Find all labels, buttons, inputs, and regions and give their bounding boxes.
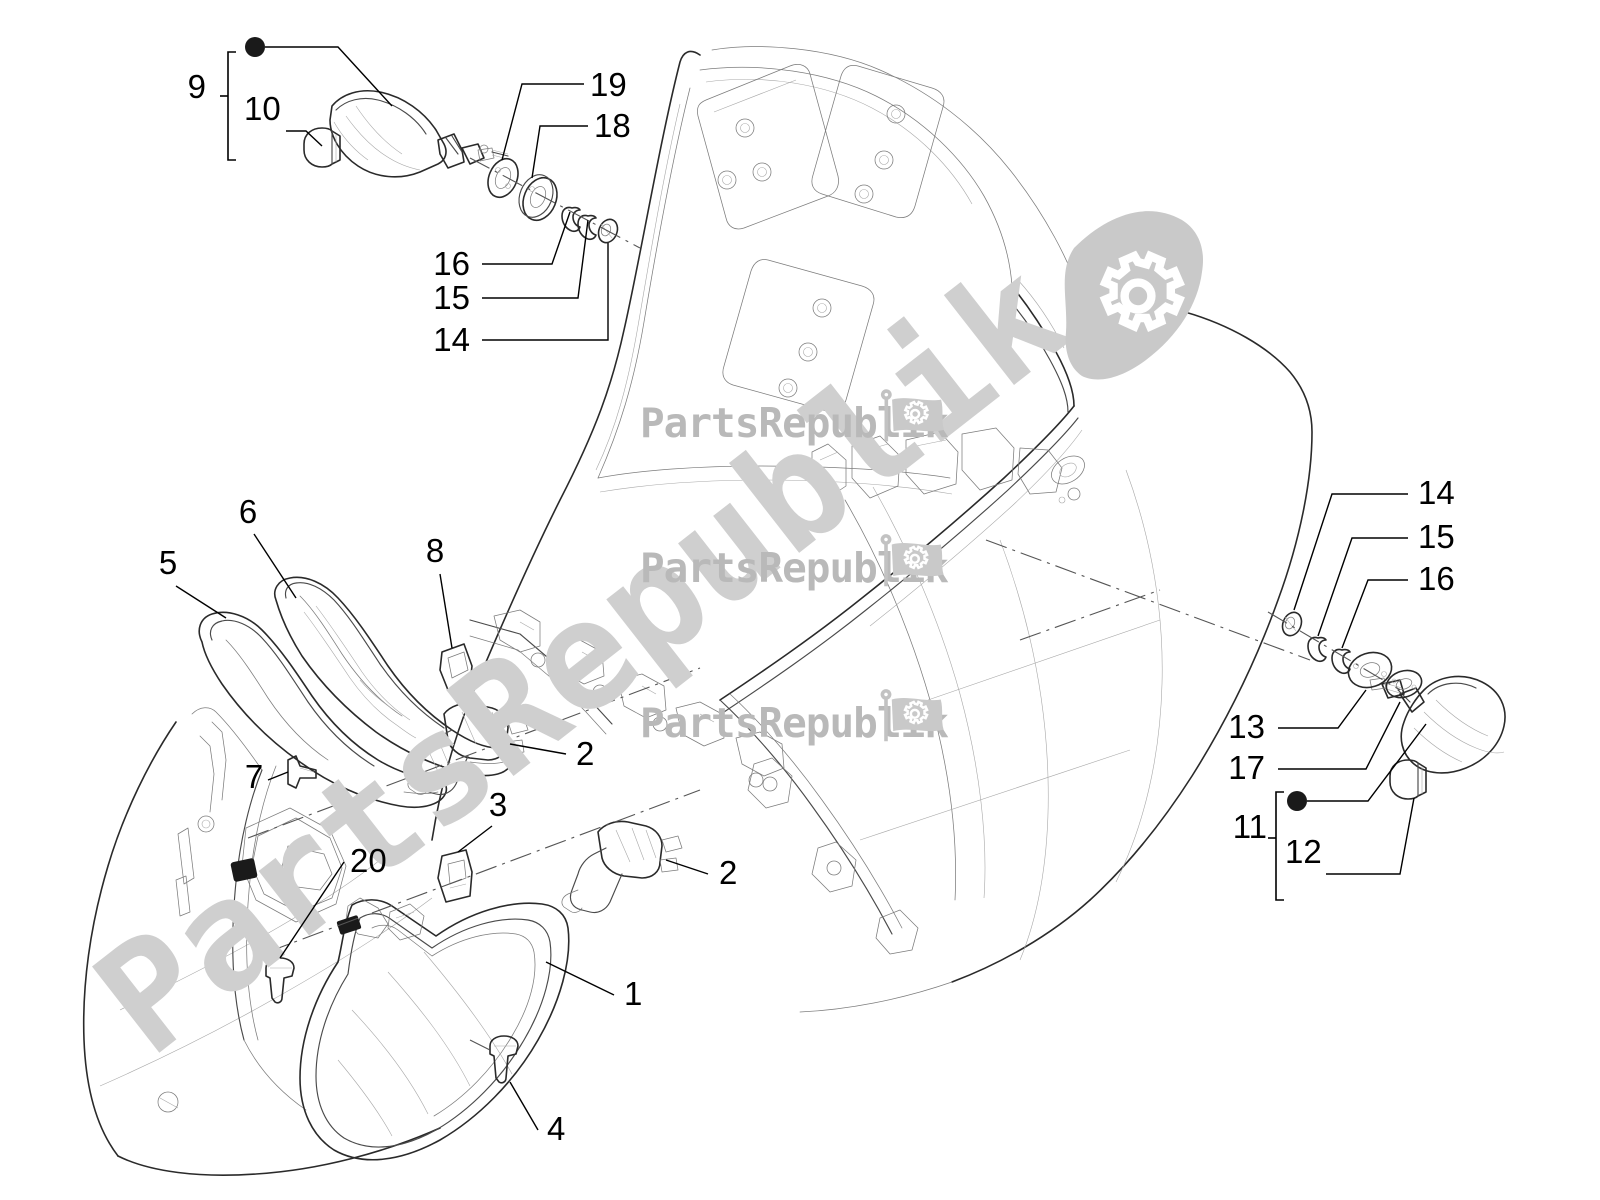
light-trim-left: [198, 611, 448, 808]
axis-line-right: [985, 539, 1311, 661]
light-trim-right: [274, 576, 514, 777]
axis-line-screw4: [469, 1039, 495, 1053]
leader-15: [482, 219, 589, 299]
windscreen-mount-pad-3: [722, 259, 875, 412]
indicator-grommet-17: [1385, 669, 1423, 699]
watermark-row-1: PartsRepublik: [640, 389, 949, 447]
indicator-spacer-18: [518, 174, 558, 222]
leader-3: [457, 825, 493, 853]
body-rivet-20: [265, 957, 295, 1004]
leader-2-lower: [665, 859, 709, 875]
headlamp-bulb-lower: [561, 820, 683, 914]
cockpit-bracketry: [811, 427, 1085, 499]
leader-11: [1307, 723, 1427, 802]
leader-15-right: [1317, 537, 1408, 637]
headlamp-bulb-upper: [407, 702, 529, 796]
callout-13: 13: [1228, 708, 1265, 745]
callout-9: 9: [188, 68, 206, 105]
leader-1: [545, 961, 615, 996]
callout-14-right: 14: [1418, 474, 1455, 511]
callout-18: 18: [594, 107, 631, 144]
callout-2-lower: 2: [719, 854, 737, 891]
trim-screw-7: [287, 755, 317, 789]
leader-13: [1278, 689, 1367, 729]
indicator-washer-15-right: [1307, 636, 1327, 663]
indicator-washer-15: [577, 214, 597, 241]
callout-8: 8: [426, 532, 444, 569]
leader-10: [286, 130, 323, 147]
leader-9: [265, 46, 393, 107]
leader-14-right: [1293, 493, 1408, 611]
leader-12: [1326, 797, 1415, 875]
bulb-clip-3: [437, 849, 473, 903]
leader-4: [509, 1081, 539, 1131]
leader-19: [501, 83, 584, 161]
leader-5: [175, 585, 227, 619]
leader-14: [482, 243, 609, 341]
indicator-seal-19: [487, 157, 519, 199]
leader-20: [279, 861, 345, 959]
indicator-bulb-left: [303, 127, 341, 168]
callout-16-right: 16: [1418, 560, 1455, 597]
leader-16-right: [1341, 579, 1408, 649]
callout-16: 16: [433, 245, 470, 282]
callout-4: 4: [547, 1110, 565, 1147]
callout-19: 19: [590, 66, 627, 103]
callout-11: 11: [1233, 808, 1267, 845]
callout-17: 17: [1228, 749, 1265, 786]
watermark-row-2: PartsRepublik: [640, 534, 949, 592]
indicator-grommet-13: [1347, 651, 1393, 689]
brace-11-12: [1275, 791, 1284, 901]
leader-16: [482, 211, 571, 265]
leader-7: [267, 771, 289, 781]
callout-1: 1: [624, 975, 642, 1012]
shield-inner-frame: [469, 609, 785, 788]
callout-7: 7: [245, 758, 263, 795]
callout-12: 12: [1285, 833, 1322, 870]
headlamp-bracket: [175, 807, 347, 923]
leader-8: [439, 573, 453, 649]
callout-14: 14: [433, 321, 470, 358]
leader-18: [531, 125, 588, 179]
shield-lower-rail: [719, 693, 919, 955]
callout-6: 6: [239, 493, 257, 530]
axis-line-left: [247, 667, 701, 839]
trim-clip-8: [439, 643, 473, 691]
callout-2-upper: 2: [576, 735, 594, 772]
callout-15-right: 15: [1418, 518, 1455, 555]
indicator-bulb-right: [1389, 759, 1427, 800]
indicator-hardware-left: [469, 157, 641, 249]
indicator-hardware-right: [1267, 611, 1423, 699]
callout-5: 5: [159, 544, 177, 581]
leader-17: [1278, 701, 1401, 770]
callout-10: 10: [244, 90, 281, 127]
callout-15: 15: [433, 279, 470, 316]
watermark-logo-large: [1064, 211, 1204, 380]
brace-9-10: [227, 51, 236, 161]
bullet-11: [1287, 791, 1307, 811]
indicator-nut-14: [597, 218, 619, 244]
watermark-row-3: PartsRepublik: [640, 689, 949, 747]
fixing-screw-4: [489, 1035, 519, 1084]
leader-6: [253, 533, 297, 599]
front-shield-assembly: [431, 46, 1313, 1013]
callout-20: 20: [350, 842, 387, 879]
windscreen-mount-pad-2: [811, 65, 945, 218]
leader-2-upper: [509, 743, 567, 755]
indicator-washer-16-right: [1331, 648, 1351, 675]
callout-3: 3: [489, 786, 507, 823]
bullet-9: [245, 37, 265, 57]
axis-line-right-2: [1019, 589, 1161, 641]
indicator-washer-16: [561, 206, 581, 233]
headlamp-lens-unit: [299, 897, 570, 1161]
axis-line-left-2: [267, 789, 701, 953]
headlamp-assembly-left: [82, 707, 441, 1176]
